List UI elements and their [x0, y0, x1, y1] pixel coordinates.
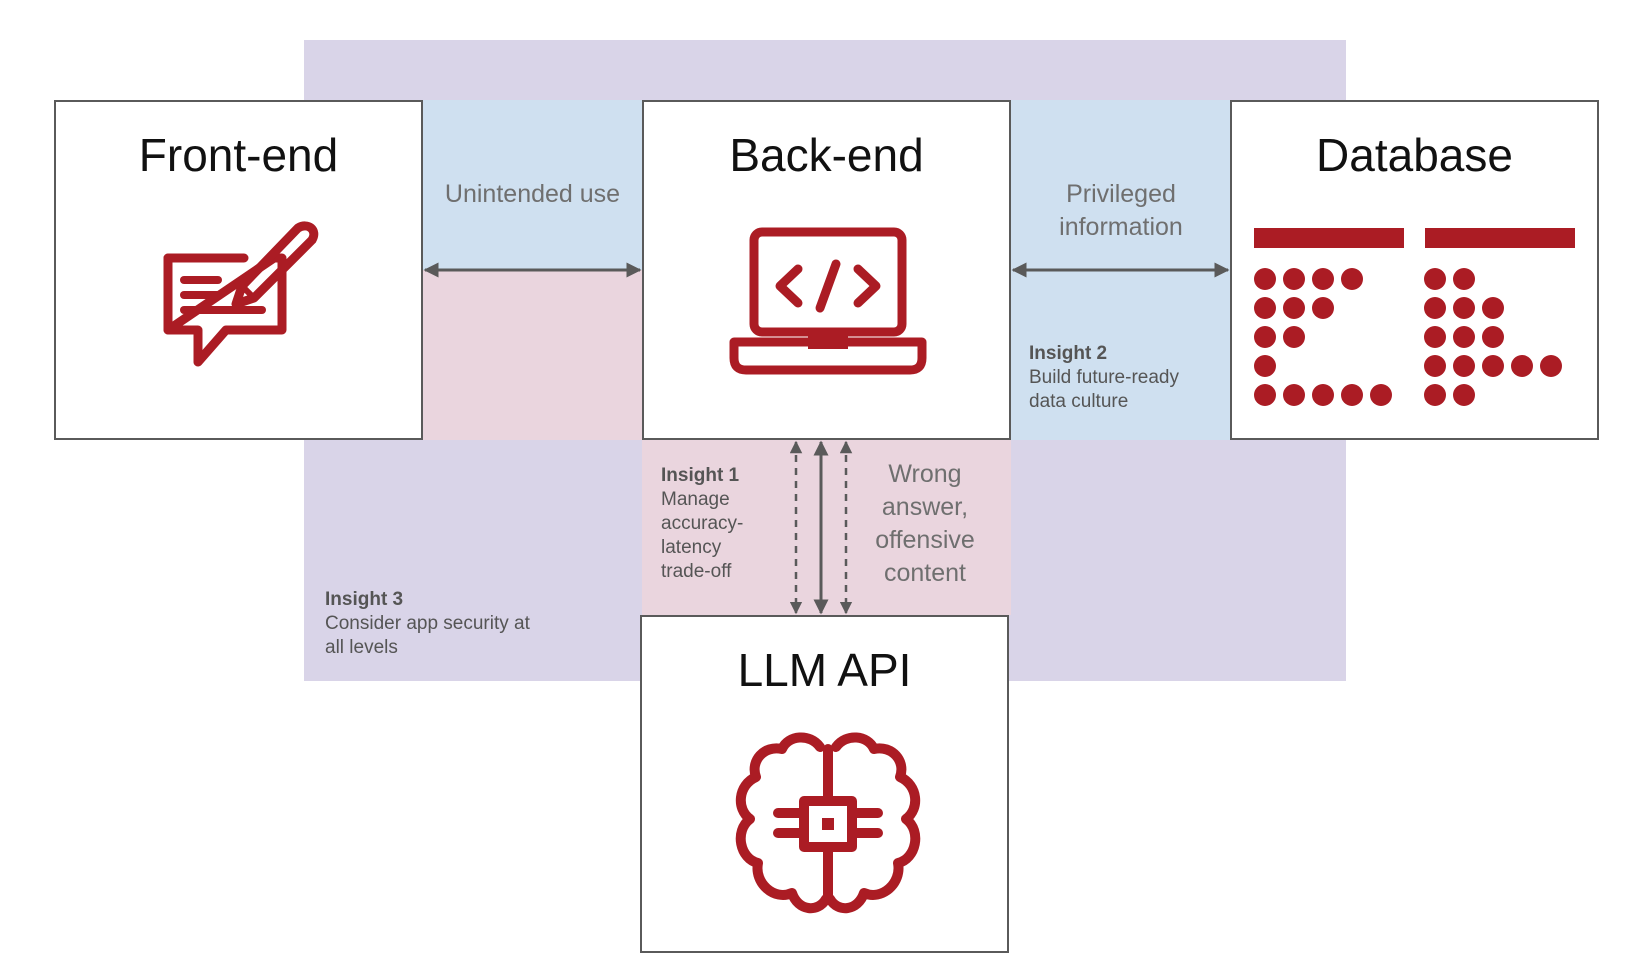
insight-1: Insight 1 Manage accuracy-latency trade-…: [661, 464, 771, 584]
database-dots-icon: [1254, 228, 1575, 406]
privileged-information-label: Privileged information: [1059, 180, 1183, 241]
frontend-backend-risk-zone: [423, 270, 642, 440]
backend-title: Back-end: [729, 129, 924, 181]
frontend-title: Front-end: [138, 129, 339, 181]
frontend-box: Front-end: [54, 100, 423, 440]
wrong-answer-label: Wrong answer, offensive content: [875, 460, 975, 587]
insight-2-title: Insight 2: [1029, 343, 1108, 364]
unintended-use-label: Unintended use: [444, 180, 621, 208]
insight-3-body: Consider app security at all levels: [325, 613, 530, 658]
backend-box: Back-end: [642, 100, 1011, 440]
insight-2: Insight 2 Build future-ready data cultur…: [1029, 342, 1204, 414]
llm-api-title: LLM API: [737, 644, 912, 696]
insight-1-title: Insight 1: [661, 465, 740, 486]
laptop-code-icon: [729, 227, 927, 375]
insight-2-body: Build future-ready data culture: [1029, 367, 1179, 412]
database-title: Database: [1316, 129, 1513, 181]
insight-1-body: Manage accuracy-latency trade-off: [661, 489, 744, 582]
unintended-use-zone: [423, 100, 642, 270]
brain-chip-icon: [735, 732, 921, 913]
insight-3: Insight 3 Consider app security at all l…: [325, 588, 545, 660]
insight-3-title: Insight 3: [325, 589, 404, 610]
llm-api-box: LLM API: [640, 615, 1009, 953]
chat-edit-icon: [163, 221, 319, 367]
database-box: Database: [1230, 100, 1599, 440]
